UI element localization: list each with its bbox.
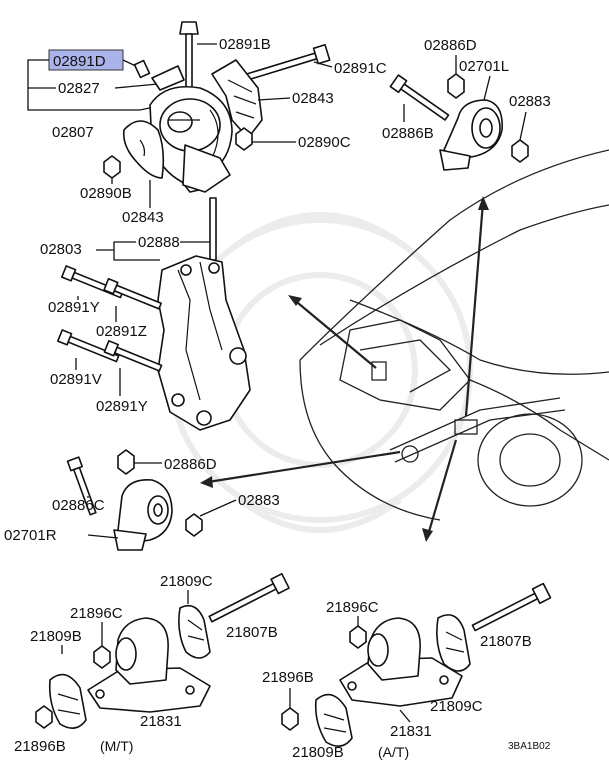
nut-21896C-mt bbox=[93, 645, 111, 669]
label-02701L[interactable]: 02701L bbox=[459, 58, 509, 75]
label-02843-upper[interactable]: 02843 bbox=[292, 90, 334, 107]
label-02827[interactable]: 02827 bbox=[58, 80, 100, 97]
nut-02890C bbox=[235, 127, 253, 151]
bolt-02891D bbox=[133, 59, 151, 79]
label-02883-top[interactable]: 02883 bbox=[509, 93, 551, 110]
bracket-02803-group: 02803 02888 02891Y 02891Z bbox=[40, 197, 251, 431]
nut-21896C-at bbox=[349, 625, 367, 649]
label-02891C[interactable]: 02891C bbox=[334, 60, 387, 77]
label-02891D[interactable]: 02891D bbox=[53, 53, 106, 70]
label-02886B[interactable]: 02886B bbox=[382, 125, 434, 142]
label-21896B-at[interactable]: 21896B bbox=[262, 669, 314, 686]
figure-code: 3BA1B02 bbox=[508, 741, 551, 752]
label-02891Z[interactable]: 02891Z bbox=[96, 323, 147, 340]
bolt-02891Y-lower bbox=[103, 340, 163, 372]
label-21896B-mt[interactable]: 21896B bbox=[14, 738, 66, 755]
label-02843-lower[interactable]: 02843 bbox=[122, 209, 164, 226]
mount-21831-mt bbox=[87, 617, 211, 713]
nut-02890B bbox=[103, 155, 121, 179]
label-02891B[interactable]: 02891B bbox=[219, 36, 271, 53]
label-02890B[interactable]: 02890B bbox=[80, 185, 132, 202]
label-02891Y-upper[interactable]: 02891Y bbox=[48, 299, 100, 316]
nut-21896B-at bbox=[281, 707, 299, 731]
label-02886C[interactable]: 02886C bbox=[52, 497, 105, 514]
label-02886D-lower[interactable]: 02886D bbox=[164, 456, 217, 473]
pointer-arrows bbox=[200, 196, 489, 542]
bolt-02886C bbox=[66, 456, 97, 516]
label-21896C-at[interactable]: 21896C bbox=[326, 599, 379, 616]
label-21809B-at[interactable]: 21809B bbox=[292, 744, 344, 761]
damper-21809B-at bbox=[314, 693, 353, 747]
label-21809C-mt[interactable]: 21809C bbox=[160, 573, 213, 590]
caption-mt: (M/T) bbox=[100, 738, 133, 754]
label-02888[interactable]: 02888 bbox=[138, 234, 180, 251]
stud-02888 bbox=[209, 197, 217, 261]
mount-body-02807 bbox=[149, 86, 233, 193]
caption-at: (A/T) bbox=[378, 744, 409, 760]
bracket-02803 bbox=[157, 255, 251, 431]
manual-transmission-mount-group: 21809C 21896C 21807B 21809B 21831 21896B… bbox=[14, 573, 290, 755]
label-02891Y-lower[interactable]: 02891Y bbox=[96, 398, 148, 415]
label-02890C[interactable]: 02890C bbox=[298, 134, 351, 151]
label-21807B-mt[interactable]: 21807B bbox=[226, 624, 278, 641]
bolt-02891Z bbox=[103, 277, 162, 310]
label-02803[interactable]: 02803 bbox=[40, 241, 82, 258]
engine-mount-left-group: 02891D 02827 02807 02891B 02891C bbox=[27, 21, 387, 226]
mount-02701L bbox=[439, 99, 503, 171]
damper-21809B-mt bbox=[48, 673, 87, 729]
automatic-transmission-mount-group: 21896C 21807B 21896B 21809C 21831 21809B… bbox=[262, 582, 552, 761]
label-02701R[interactable]: 02701R bbox=[4, 527, 57, 544]
bolt-02891V bbox=[56, 329, 120, 363]
damper-21809C-mt bbox=[178, 604, 211, 659]
bolt-02891B bbox=[179, 21, 199, 93]
mount-21831-at bbox=[339, 617, 463, 707]
nut-02886D-lower bbox=[117, 449, 135, 475]
engine-mount-02701L-group: 02886D 02701L 02883 02886B bbox=[382, 37, 551, 171]
label-02807[interactable]: 02807 bbox=[52, 124, 94, 141]
nut-02886D-top bbox=[447, 73, 465, 99]
damper-02843-left bbox=[122, 120, 165, 179]
label-02883-lower[interactable]: 02883 bbox=[238, 492, 280, 509]
label-21809B-mt[interactable]: 21809B bbox=[30, 628, 82, 645]
label-21807B-at[interactable]: 21807B bbox=[480, 633, 532, 650]
nut-02883-lower bbox=[185, 513, 203, 537]
engine-mount-02701R-group: 02886C 02886D 02701R 02883 bbox=[4, 449, 280, 551]
nut-21896B-mt bbox=[35, 705, 53, 729]
bolt-21807B-mt bbox=[208, 573, 290, 623]
stopper-02827 bbox=[151, 65, 185, 91]
group-bracket bbox=[27, 59, 58, 111]
label-21831-mt[interactable]: 21831 bbox=[140, 713, 182, 730]
label-02891V[interactable]: 02891V bbox=[50, 371, 102, 388]
mount-02701R bbox=[113, 479, 173, 551]
label-21809C-at[interactable]: 21809C bbox=[430, 698, 483, 715]
label-21831-at[interactable]: 21831 bbox=[390, 723, 432, 740]
vehicle-outline bbox=[299, 149, 609, 521]
damper-02843-right bbox=[211, 59, 263, 139]
nut-02883-top bbox=[511, 139, 529, 163]
bolt-02886B bbox=[389, 74, 450, 121]
damper-21809C-at bbox=[436, 614, 471, 672]
label-21896C-mt[interactable]: 21896C bbox=[70, 605, 123, 622]
label-02886D-top[interactable]: 02886D bbox=[424, 37, 477, 54]
bolt-21807B-at bbox=[471, 582, 552, 632]
